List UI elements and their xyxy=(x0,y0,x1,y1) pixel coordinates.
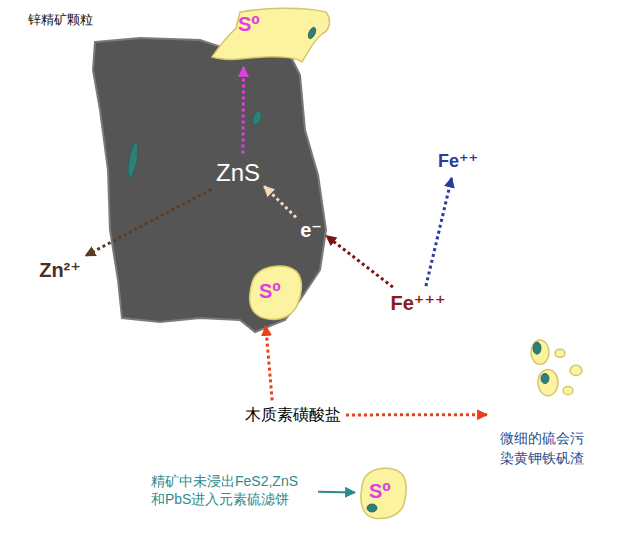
ore-particle: 锌精矿颗粒 S⁰ ZnS e⁻ S⁰ xyxy=(0,0,340,350)
ion-label: Zn²⁺ xyxy=(37,256,83,284)
sulfur-deposit: S⁰ xyxy=(246,263,304,323)
node-text: 精矿中未浸出FeS2,ZnS 和PbS进入元素硫滤饼 xyxy=(151,472,313,508)
node-text: S⁰ xyxy=(238,12,260,36)
sulfur-deposit: S⁰ xyxy=(358,466,408,520)
stop-outline xyxy=(210,4,335,64)
node-text: Fe⁺⁺ xyxy=(438,151,478,173)
node-text: e⁻ xyxy=(300,218,322,242)
dotted-arrow xyxy=(426,178,452,286)
dotted-arrow xyxy=(326,236,393,287)
node-text: ZnS xyxy=(216,159,260,188)
node-text: 锌精矿颗粒 xyxy=(28,12,93,28)
node-text: S⁰ xyxy=(259,279,281,303)
reagent-label: 木质素磺酸盐 xyxy=(243,403,343,426)
node-text: Fe⁺⁺⁺ xyxy=(390,291,445,315)
sulfur-deposit: S⁰ xyxy=(210,4,335,64)
node-text: Zn²⁺ xyxy=(39,258,81,282)
fine-sulfur-group: 微细的硫会污 染黄钾铁矾渣 xyxy=(490,336,602,472)
node-text: S⁰ xyxy=(369,479,391,503)
node-text: 木质素磺酸盐 xyxy=(245,405,341,424)
ion-label: Fe⁺⁺ xyxy=(436,149,480,175)
arrow xyxy=(318,491,355,494)
dotted-arrow xyxy=(346,413,487,416)
ion-label: Fe⁺⁺⁺ xyxy=(388,289,447,317)
species-label: ZnS xyxy=(214,157,262,190)
note-box: 精矿中未浸出FeS2,ZnS 和PbS进入元素硫滤饼 xyxy=(149,470,315,510)
dotted-arrow xyxy=(266,326,272,400)
electron-label: e⁻ xyxy=(298,216,324,244)
node-text: 微细的硫会污 染黄钾铁矾渣 xyxy=(500,428,592,469)
